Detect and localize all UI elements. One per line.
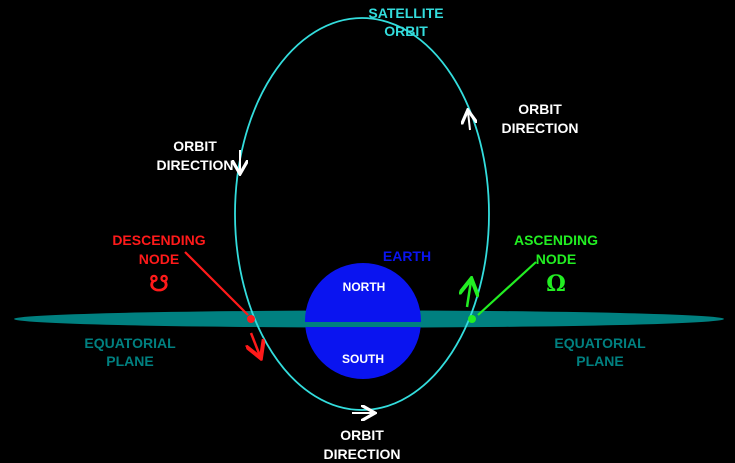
earth-label: EARTH [383, 248, 431, 264]
south-label: SOUTH [342, 352, 384, 366]
equatorial-plane-left-line1: EQUATORIAL [84, 335, 176, 351]
descending-direction-arrow [251, 332, 260, 356]
orbit-direction-bottom-line2: DIRECTION [324, 446, 401, 462]
descending-pointer-line [184, 251, 249, 316]
equatorial-plane-left-line2: PLANE [106, 353, 153, 369]
ascending-node-dot [468, 315, 476, 323]
north-label: NORTH [343, 280, 386, 294]
descending-node-symbol: ☋ [149, 271, 169, 297]
orbit-direction-right-line1: ORBIT [518, 101, 562, 117]
orbit-direction-bottom-line1: ORBIT [340, 427, 384, 443]
ascending-pointer-line [477, 261, 537, 316]
orbit-direction-left-line1: ORBIT [173, 138, 217, 154]
ascending-node-symbol: Ω [546, 271, 566, 297]
orbit-direction-left-line2: DIRECTION [157, 157, 234, 173]
earth [305, 263, 421, 379]
descending-node-dot [247, 315, 255, 323]
orbit-label-line2: ORBIT [384, 23, 428, 39]
orbit-direction-arrow-right [468, 112, 470, 131]
descending-node-line2: NODE [139, 251, 179, 267]
ascending-node-line1: ASCENDING [514, 232, 598, 248]
descending-node-line1: DESCENDING [112, 232, 205, 248]
orbit-label-line1: SATELLITE [368, 5, 443, 21]
ascending-direction-arrow [467, 281, 471, 308]
ascending-node-line2: NODE [536, 251, 576, 267]
equatorial-plane-right-line2: PLANE [576, 353, 623, 369]
orbit-direction-right-line2: DIRECTION [502, 120, 579, 136]
equatorial-plane-right-line1: EQUATORIAL [554, 335, 646, 351]
equator-line [305, 322, 421, 327]
